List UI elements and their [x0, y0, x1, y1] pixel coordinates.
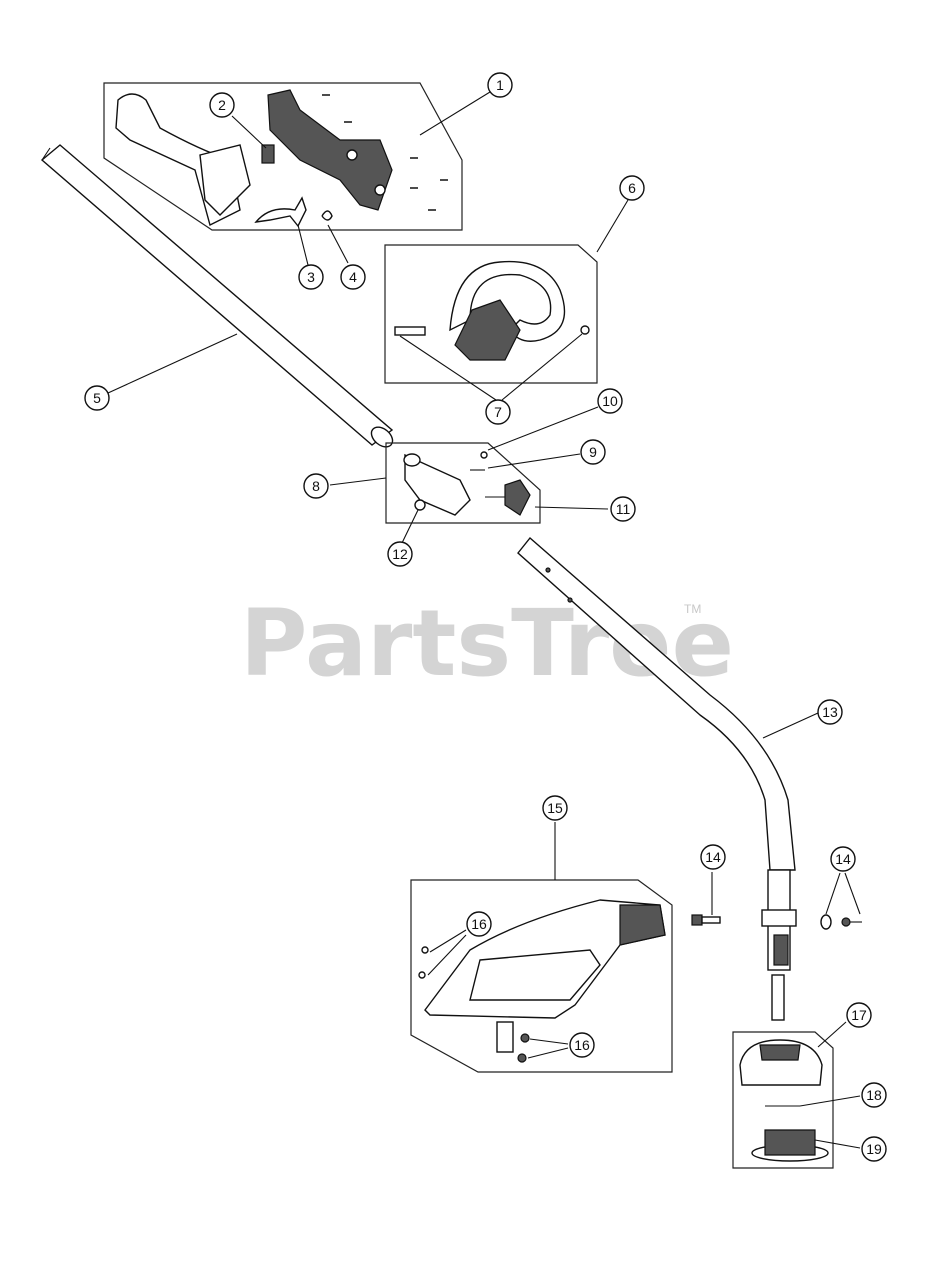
- svg-text:16: 16: [574, 1037, 590, 1053]
- callout-4: 4: [340, 264, 366, 290]
- callout-18: 18: [861, 1082, 887, 1108]
- svg-text:2: 2: [218, 97, 226, 113]
- callout-1: 1: [487, 72, 513, 98]
- part-switch: [261, 144, 275, 164]
- leader-lines: [107, 91, 861, 1149]
- callout-8: 8: [303, 473, 329, 499]
- callout-3: 3: [298, 264, 324, 290]
- part-coupler: [403, 451, 531, 516]
- part-spool: [751, 1129, 829, 1162]
- svg-text:17: 17: [851, 1007, 867, 1023]
- callout-13: 13: [817, 699, 843, 725]
- svg-text:15: 15: [547, 800, 563, 816]
- svg-text:10: 10: [602, 393, 618, 409]
- svg-text:14: 14: [705, 849, 721, 865]
- svg-text:8: 8: [312, 478, 320, 494]
- part-lower-shaft: [517, 536, 797, 1021]
- part-spring: [321, 210, 333, 221]
- svg-text:12: 12: [392, 546, 408, 562]
- callout-12: 12: [387, 541, 413, 567]
- callout-15: 15: [542, 795, 568, 821]
- callout-7: 7: [485, 399, 511, 425]
- callout-14-right: 14: [830, 846, 856, 872]
- svg-text:9: 9: [589, 444, 597, 460]
- watermark-trademark: TM: [684, 602, 701, 616]
- svg-text:4: 4: [349, 269, 357, 285]
- svg-text:13: 13: [822, 704, 838, 720]
- group-box-1: [103, 82, 463, 231]
- watermark: PartsTree: [240, 590, 734, 697]
- callout-19: 19: [861, 1136, 887, 1162]
- group-box-17: [732, 1031, 834, 1169]
- callout-16-top: 16: [466, 911, 492, 937]
- svg-text:19: 19: [866, 1141, 882, 1157]
- part-trigger: [254, 196, 307, 228]
- callout-16-bottom: 16: [569, 1032, 595, 1058]
- callout-11: 11: [610, 496, 636, 522]
- svg-text:11: 11: [616, 501, 631, 517]
- svg-text:1: 1: [496, 77, 504, 93]
- callout-6: 6: [619, 175, 645, 201]
- svg-text:7: 7: [494, 404, 502, 420]
- part-bolt: [691, 914, 721, 926]
- part-upper-shaft: [40, 144, 394, 448]
- part-assist-handle: [394, 260, 590, 361]
- part-handle-housing: [115, 89, 448, 227]
- part-guard: [418, 899, 666, 1063]
- svg-text:6: 6: [628, 180, 636, 196]
- svg-text:5: 5: [93, 390, 101, 406]
- part-trimmer-head: [739, 1039, 823, 1086]
- callout-9: 9: [580, 439, 606, 465]
- callout-14-left: 14: [700, 844, 726, 870]
- part-washer-nut: [820, 914, 862, 930]
- svg-text:18: 18: [866, 1087, 882, 1103]
- svg-text:16: 16: [471, 916, 487, 932]
- callout-10: 10: [597, 388, 623, 414]
- callout-2: 2: [209, 92, 235, 118]
- group-box-8: [385, 442, 541, 524]
- group-box-15: [410, 879, 673, 1073]
- group-box-6: [384, 244, 598, 384]
- svg-text:14: 14: [835, 851, 851, 867]
- callout-5: 5: [84, 385, 110, 411]
- svg-text:3: 3: [307, 269, 315, 285]
- callout-17: 17: [846, 1002, 872, 1028]
